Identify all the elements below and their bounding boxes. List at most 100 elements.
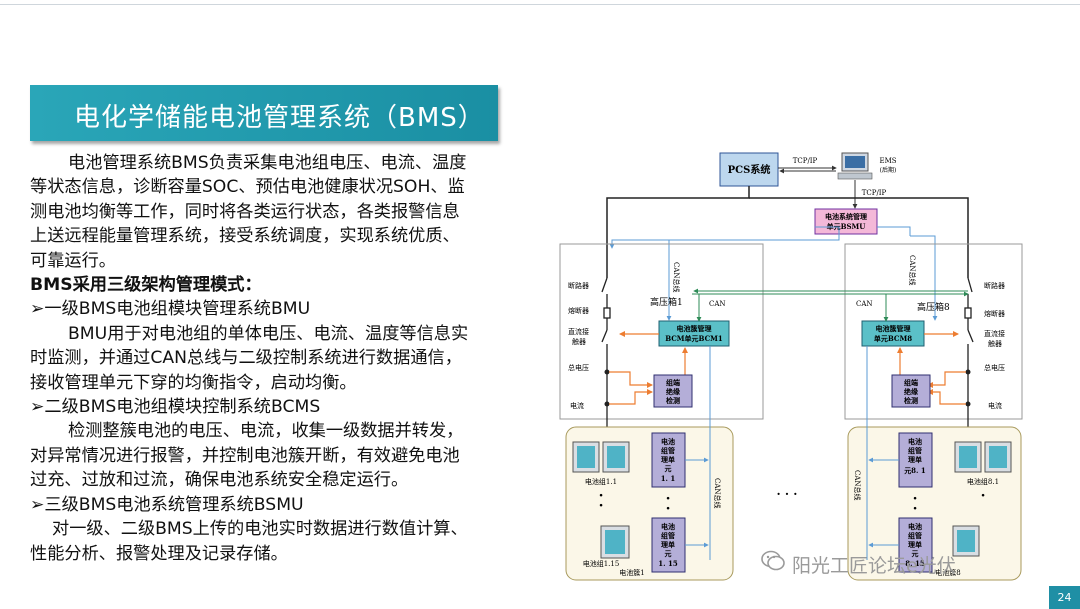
ellipsis-vertical: ·: [599, 498, 604, 514]
current-tap: [604, 401, 610, 407]
tcpip-label-2: TCP/IP: [862, 189, 887, 197]
bmu-label: 组管: [661, 531, 675, 540]
bmu-box-8-15: 电池 组管 理单 元 8. 15: [898, 517, 933, 573]
total-voltage-label: 总电压: [984, 363, 1005, 372]
hv-box-8-label: 高压箱8: [917, 301, 950, 313]
intro-line: 上送远程能量管理系统，接受系统调度，实现系统优质、: [30, 226, 460, 247]
voltage-sense-line: [927, 371, 966, 388]
bcm1-box: 电池簇管理 BCM单元BCM1: [658, 320, 730, 347]
bmu-label: 1. 15: [658, 559, 678, 568]
insulation-label: 检测: [666, 396, 680, 405]
level1-heading: ➢一级BMS电池组模块管理系统BMU: [30, 299, 311, 320]
current-sense-line: [927, 389, 966, 405]
bmu-label: 元: [665, 549, 672, 558]
level1-line: 时监测，并通过CAN总线与二级控制系统进行数据通信，: [30, 348, 462, 369]
bcm8-box: 电池簇管理 单元BCM8: [861, 320, 925, 347]
fuse-label: 熔断器: [984, 309, 1005, 318]
dc-contactor-label: 触器: [572, 337, 586, 346]
intro-line: 可靠运行。: [30, 250, 116, 271]
ellipsis-vertical: ·: [981, 488, 986, 504]
can-bus-label: CAN总线: [853, 470, 862, 501]
insulation-detect-box-1: 组端 绝缘 检测: [653, 374, 693, 408]
mode-heading: BMS采用三级架构管理模式：: [30, 275, 262, 296]
level2-line: 对异常情况进行报警，并控制电池簇开断，有效避免电池: [30, 445, 460, 466]
insulation-label: 组端: [904, 378, 918, 387]
fuse-label: 熔断器: [568, 306, 589, 315]
bmu-label: 理单: [661, 540, 675, 549]
breaker-label: 断路器: [984, 281, 1005, 290]
bmu-label: 理单: [908, 455, 922, 464]
bmu-label: 理单: [908, 540, 922, 549]
insulation-detect-box-8: 组端 绝缘 检测: [891, 374, 931, 408]
battery-pack-icon: [954, 441, 1012, 473]
can-label: CAN: [709, 300, 726, 308]
can-label: CAN: [856, 300, 873, 308]
insulation-label: 检测: [904, 396, 918, 405]
bmu-label: 组管: [908, 531, 922, 540]
current-label: 电流: [570, 401, 584, 410]
bmu-box-1-1: 电池 组管 理单 元 1. 1: [651, 432, 686, 488]
intro-line: 电池管理系统BMS负责采集电池组电压、电流、温度: [68, 153, 467, 173]
intro-line: 测电池均衡等工作，同时将各类运行状态，各类报警信息: [30, 201, 460, 222]
cluster-ellipsis: · · ·: [777, 487, 798, 501]
slide-title-banner: 电化学储能电池管理系统（BMS）: [30, 85, 498, 141]
pcs-label: PCS系统: [728, 163, 771, 176]
bsmu-label-1: 电池系统管理: [825, 212, 867, 221]
level1-line: 接收管理单元下穿的均衡指令，启动均衡。: [30, 372, 357, 393]
wechat-icon: [761, 550, 785, 571]
ellipsis-vertical: ·: [913, 491, 918, 507]
ems-computer-icon: [837, 152, 873, 180]
insulation-label: 绝缘: [904, 387, 918, 396]
can-bus-line-left: [609, 226, 840, 249]
body-text: 电池管理系统BMS负责采集电池组电压、电流、温度 等状态信息，诊断容量SOC、预…: [30, 151, 550, 566]
dc-contactor-label: 直流接: [568, 327, 589, 336]
power-bus-left: [606, 186, 750, 278]
bmu-label: 电池: [661, 437, 675, 446]
battery-pack-icon: [600, 525, 630, 559]
bcm1-label-1: 电池簇管理: [677, 324, 712, 333]
watermark-text: 阳光工匠论坛e光伏: [792, 555, 956, 577]
bmu-box-1-15: 电池 组管 理单 元 1. 15: [651, 517, 686, 573]
insulation-label: 组端: [666, 378, 680, 387]
slide-title: 电化学储能电池管理系统（BMS）: [74, 103, 485, 133]
intro-line: 等状态信息，诊断容量SOC、预估电池健康状况SOH、监: [30, 177, 465, 198]
bmu-label: 组管: [908, 446, 922, 455]
can-bus-label: CAN总线: [908, 255, 917, 286]
right-power-chain: [964, 277, 974, 430]
bmu-label: 电池: [661, 522, 675, 531]
hv-box-1: [559, 243, 764, 420]
current-sense-line: [609, 389, 653, 405]
ems-label: EMS: [879, 157, 896, 165]
bcm8-label-1: 电池簇管理: [876, 324, 911, 333]
dc-contactor-label: 触器: [988, 339, 1002, 348]
voltage-tap: [965, 369, 971, 375]
ellipsis-vertical: ·: [599, 488, 604, 504]
bsmu-box: 电池系统管理 单元BSMU: [814, 208, 878, 235]
level2-line: 检测整簇电池的电压、电流，收集一级数据并转发，: [68, 421, 464, 442]
current-tap: [965, 401, 971, 407]
bmu-label: 电池: [908, 522, 922, 531]
bsmu-label-2: 单元BSMU: [827, 222, 866, 231]
hv-box-8: [844, 243, 1023, 420]
page-number: 24: [1049, 586, 1080, 609]
pack-label: 电池组1.15: [583, 559, 620, 568]
bms-architecture-diagram: PCS系统 TCP/IP EMS (后期) TCP/IP 电池系统管理 单元BS…: [559, 152, 1023, 581]
pack-label: 电池组8.1: [967, 477, 999, 486]
header-divider: [0, 4, 1080, 5]
level2-heading: ➢二级BMS电池组模块控制系统BCMS: [30, 397, 321, 418]
insulation-label: 绝缘: [666, 387, 680, 396]
ellipsis-vertical: ·: [666, 501, 671, 517]
bmu-label: 组管: [661, 446, 675, 455]
voltage-sense-line: [609, 371, 653, 388]
level3-heading: ➢三级BMS电池系统管理系统BSMU: [30, 494, 304, 515]
ems-sub-label: (后期): [880, 166, 897, 174]
total-voltage-label: 总电压: [568, 363, 589, 372]
bmu-box-8-1: 电池 组管 理单 元8. 1: [898, 432, 933, 488]
battery-pack-icon: [952, 525, 980, 557]
hv-box-1-label: 高压箱1: [650, 296, 683, 308]
bmu-label: 理单: [661, 455, 675, 464]
can-bus-label: CAN总线: [672, 262, 681, 293]
bmu-label: 8. 15: [905, 559, 925, 568]
battery-pack-icon: [572, 441, 630, 473]
level3-line: 性能分析、报警处理及记录存储。: [30, 543, 288, 564]
